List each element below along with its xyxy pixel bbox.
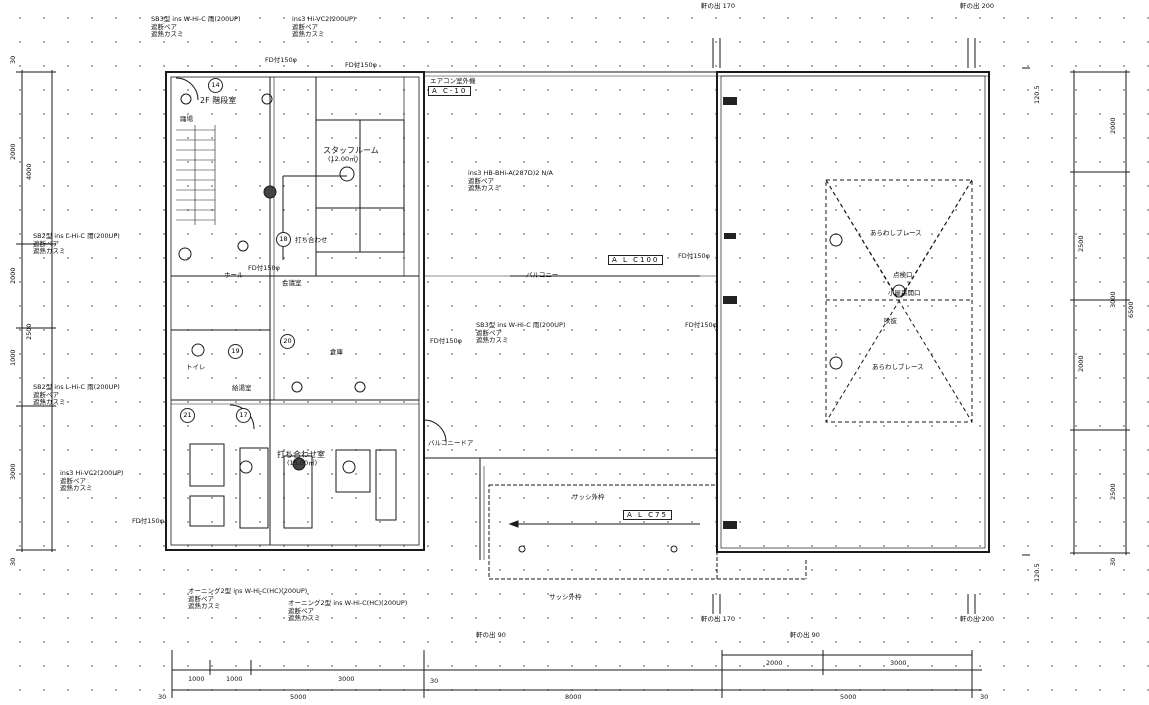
eave-bottom-mid2: 軒の出 90 bbox=[790, 631, 820, 639]
dim-r-7: 120.5 bbox=[1033, 563, 1041, 582]
dim-r-0: 120.5 bbox=[1033, 85, 1041, 104]
dim-r-6: 2500 bbox=[1109, 483, 1117, 500]
left-spec-2: SB2型 ins L-Hi-C 雨(200UP) 遮断ペア 遮熱カスミ bbox=[33, 383, 120, 406]
mid-spec: SB3型 ins W-Hi-C 雨(200UP) 遮断ペア 遮熱カスミ bbox=[476, 321, 566, 344]
fd-mid: FD付150φ bbox=[430, 337, 462, 345]
dim-l-2: 2000 bbox=[9, 143, 17, 160]
outer-wall-left bbox=[165, 71, 425, 551]
room-landing: 踊場 bbox=[180, 115, 193, 123]
loft-label: 吹抜 bbox=[884, 317, 897, 325]
balcony-door: バルコニードア bbox=[428, 439, 474, 447]
room-meeting-small: 打ち合わせ bbox=[295, 236, 328, 244]
sash-label-2: サッシ外枠 bbox=[549, 593, 582, 601]
room-number-21: 21 bbox=[180, 408, 195, 423]
door-swing-3 bbox=[423, 419, 447, 443]
dim-l-6: 3000 bbox=[9, 463, 17, 480]
dim-l-4: 1000 bbox=[9, 349, 17, 366]
room-meeting: 打ち合わせ室 bbox=[277, 450, 325, 459]
dim-b1-0: 1000 bbox=[188, 675, 205, 683]
right-room-wall bbox=[716, 71, 990, 553]
top-window-spec-1: SB3型 ins W-Hi-C 雨(200UP) 遮断ペア 遮熱カスミ bbox=[151, 15, 241, 38]
dim-b2-1: 5000 bbox=[290, 693, 307, 701]
loft-opening bbox=[825, 179, 973, 423]
dim-l-5: 2500 bbox=[25, 323, 33, 340]
room-kitchen: 給湯室 bbox=[232, 384, 252, 392]
dim-r-8: 30 bbox=[1109, 557, 1117, 566]
dim-b2-4: 5000 bbox=[840, 693, 857, 701]
dim-r-1: 2000 bbox=[1109, 117, 1117, 134]
room-utility: 会議室 bbox=[282, 279, 302, 287]
sash-label-1: サッシ外枠 bbox=[572, 493, 605, 501]
dim-l-7: 30 bbox=[9, 557, 17, 566]
fd-hall: FD付150φ bbox=[248, 264, 280, 272]
room-number-14: 14 bbox=[208, 78, 223, 93]
badge-alc100: A L C100 bbox=[608, 255, 664, 265]
room-toilet: トイレ bbox=[186, 363, 206, 371]
room-staff-area: (12.00㎡) bbox=[328, 155, 359, 163]
badge-alc75: A L C75 bbox=[623, 510, 672, 520]
eave-bottom-left: 軒の出 90 bbox=[476, 631, 506, 639]
dim-r-3: 3000 bbox=[1109, 291, 1117, 308]
eave-top-right: 軒の出 200 bbox=[960, 2, 994, 10]
dim-r-5: 2000 bbox=[1077, 355, 1085, 372]
eave-bottom-mid: 軒の出 170 bbox=[701, 615, 735, 623]
dim-b1-1: 1000 bbox=[226, 675, 243, 683]
dim-r-2: 2500 bbox=[1077, 235, 1085, 252]
badge-ac10: A C-10 bbox=[428, 86, 472, 96]
dim-b1-2: 3000 bbox=[338, 675, 355, 683]
dim-r-4: 6500 bbox=[1127, 301, 1135, 318]
bottom-spec-2: オーニング2型 ins W-Hi-C(HC)(200UP) 遮断ペア 遮熱カスミ bbox=[288, 599, 408, 622]
dim-b2-3: 8000 bbox=[565, 693, 582, 701]
room-balcony: バルコニー bbox=[526, 271, 559, 279]
dim-b2-0: 30 bbox=[158, 693, 167, 701]
door-swing-1 bbox=[175, 77, 199, 101]
room-meeting-area: (15.00㎡) bbox=[287, 459, 318, 467]
room-hall: ホール bbox=[224, 271, 244, 279]
left-spec-3: ins3 Hi-VC2(200UP) 遮断ペア 遮熱カスミ bbox=[60, 469, 124, 492]
brace-label-2: あらわしブレース bbox=[872, 363, 924, 371]
dim-b2-2: 30 bbox=[430, 677, 439, 685]
dim-b1-3: 2000 bbox=[766, 659, 783, 667]
dim-l-0: 30 bbox=[9, 55, 17, 64]
fd-top-1: FD付150φ bbox=[265, 56, 297, 64]
dim-l-1: 4000 bbox=[25, 163, 33, 180]
brace-label-1: あらわしブレース bbox=[870, 229, 922, 237]
fd-top-2: FD付150φ bbox=[345, 61, 377, 69]
room-number-18: 18 bbox=[276, 232, 291, 247]
fd-balcony-2: FD付150φ bbox=[685, 321, 717, 329]
room-stair: 2F 階段室 bbox=[200, 96, 237, 105]
hatch-label: 点検口 bbox=[893, 271, 913, 279]
room-number-17: 17 bbox=[236, 408, 251, 423]
room-number-19: 19 bbox=[228, 344, 243, 359]
room-storage: 倉庫 bbox=[330, 348, 343, 356]
fd-left: FD付150φ bbox=[132, 517, 164, 525]
fd-balcony-1: FD付150φ bbox=[678, 252, 710, 260]
dim-b2-5: 30 bbox=[980, 693, 989, 701]
air-box-label: エアコン室外機 bbox=[430, 77, 476, 85]
room-staff: スタッフルーム bbox=[323, 146, 379, 155]
center-spec: ins3 HB-BHi-A(287D)2 N/A 遮断ペア 遮熱カスミ bbox=[468, 169, 553, 192]
eave-top-mid: 軒の出 170 bbox=[701, 2, 735, 10]
inner-wall-left bbox=[170, 76, 420, 546]
dim-b1-4: 3000 bbox=[890, 659, 907, 667]
top-window-spec-2: ins3 Hi-VC2(200UP) 遮断ペア 遮熱カスミ bbox=[292, 15, 356, 38]
dim-l-3: 2000 bbox=[9, 267, 17, 284]
bottom-spec-1: オーニング2型 ins W-Hi-C(HC)(200UP) 遮断ペア 遮熱カスミ bbox=[188, 587, 308, 610]
left-spec-1: SB2型 ins L-Hi-C 雨(200UP) 遮断ペア 遮熱カスミ bbox=[33, 232, 120, 255]
room-number-20: 20 bbox=[280, 334, 295, 349]
eave-bottom-right: 軒の出 200 bbox=[960, 615, 994, 623]
roof-opening-label: 小屋裏開口 bbox=[888, 289, 921, 297]
